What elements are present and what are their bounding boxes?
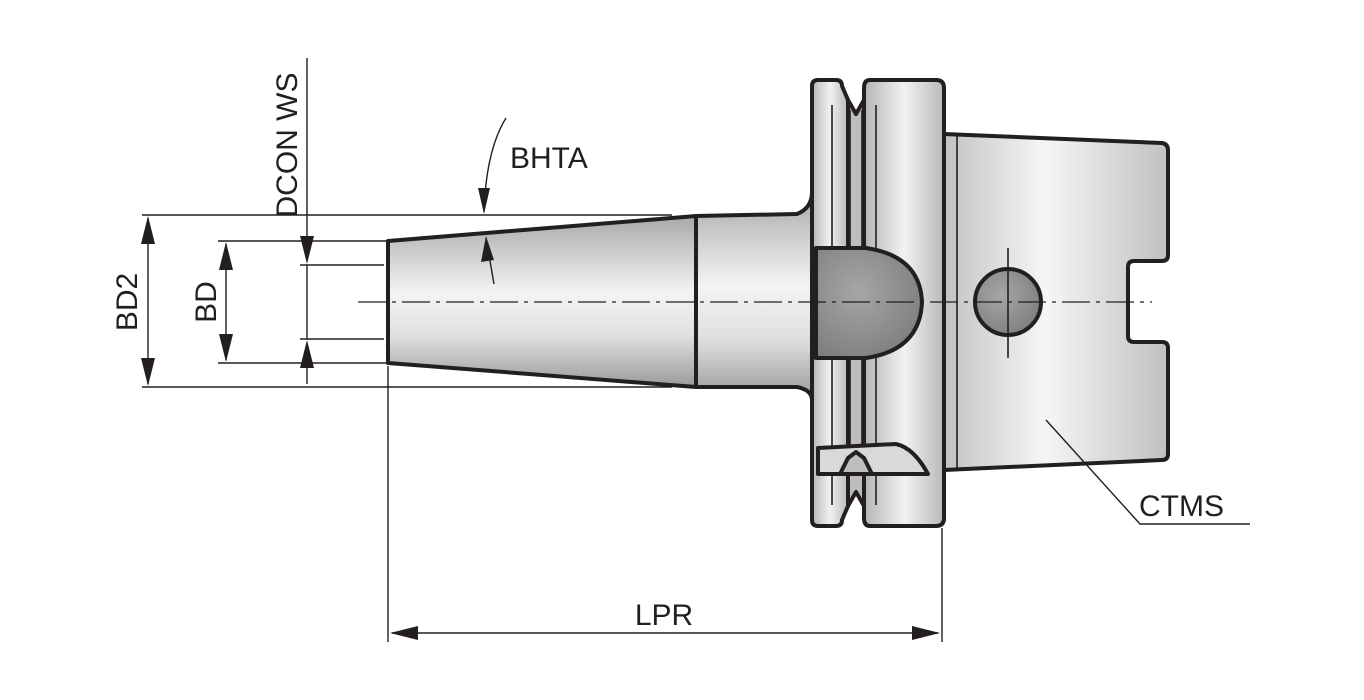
clamping-pin [814, 246, 924, 360]
label-dcon-ws: DCON WS [271, 73, 304, 218]
tool-holder-body [386, 78, 1170, 528]
lpr-arrow-right [912, 626, 940, 640]
cylindrical-neck [694, 190, 814, 402]
bd2-arrow-bottom [141, 358, 155, 386]
ctms-leader [1045, 419, 1250, 525]
dimension-labels: BD2 BD DCON WS BHTA LPR CTMS [111, 73, 1224, 633]
label-lpr: LPR [635, 599, 693, 632]
lpr-arrow-left [390, 626, 418, 640]
bd-arrow-bottom [219, 334, 233, 362]
label-bd2: BD2 [111, 273, 144, 331]
label-bhta: BHTA [510, 142, 588, 175]
notch-v-detail [838, 450, 874, 476]
bhta-arrow-lower [481, 236, 494, 262]
dimension-lines [141, 58, 1250, 642]
label-bd: BD [190, 281, 223, 323]
dcon-ws-arrow-top [300, 236, 314, 264]
label-ctms: CTMS [1139, 490, 1224, 523]
bhta-arrow-upper [478, 188, 490, 214]
bd-arrow-top [219, 242, 233, 270]
center-lines [358, 248, 1152, 358]
dcon-ws-arrow-bottom [300, 340, 314, 368]
bd2-arrow-top [141, 216, 155, 244]
